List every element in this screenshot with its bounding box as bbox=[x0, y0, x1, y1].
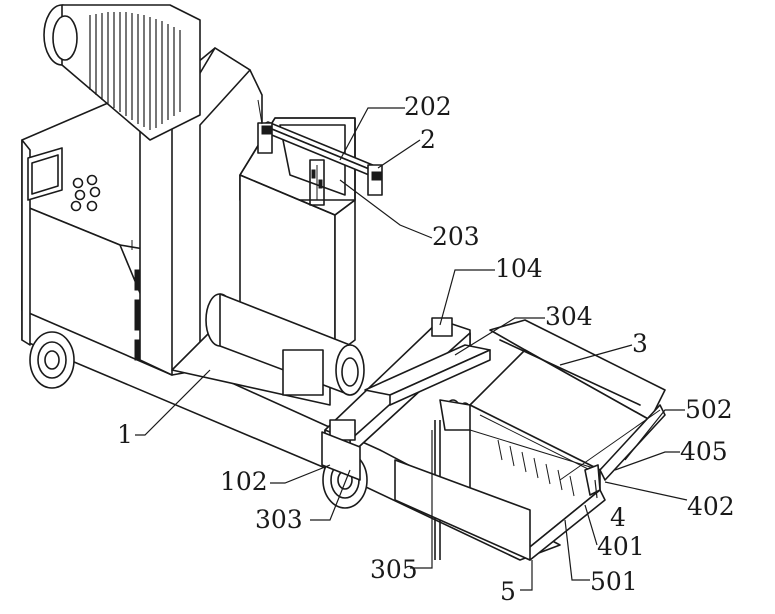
label-402: 402 bbox=[687, 492, 735, 521]
clamp-bar bbox=[257, 99, 383, 196]
label-5: 5 bbox=[500, 577, 516, 606]
reference-labels: 202 2 203 104 304 3 502 405 402 4 401 50… bbox=[117, 92, 735, 606]
label-405: 405 bbox=[680, 437, 728, 466]
label-502: 502 bbox=[685, 395, 733, 424]
label-305: 305 bbox=[370, 555, 418, 584]
side-plate bbox=[394, 459, 606, 561]
label-202: 202 bbox=[404, 92, 452, 121]
label-304: 304 bbox=[545, 302, 593, 331]
label-501: 501 bbox=[590, 567, 638, 596]
label-203: 203 bbox=[432, 222, 480, 251]
label-303: 303 bbox=[255, 505, 303, 534]
label-4: 4 bbox=[610, 503, 626, 532]
label-401: 401 bbox=[597, 532, 645, 561]
label-1: 1 bbox=[117, 420, 133, 449]
motor bbox=[43, 4, 201, 141]
screw-tube bbox=[205, 293, 365, 396]
control-panel bbox=[27, 147, 101, 212]
wheel-left bbox=[29, 331, 75, 389]
leader-lines bbox=[135, 107, 688, 591]
label-104: 104 bbox=[495, 254, 543, 283]
label-3: 3 bbox=[632, 329, 648, 358]
label-2: 2 bbox=[420, 125, 436, 154]
label-102: 102 bbox=[220, 467, 268, 496]
cross-bar bbox=[364, 344, 491, 431]
